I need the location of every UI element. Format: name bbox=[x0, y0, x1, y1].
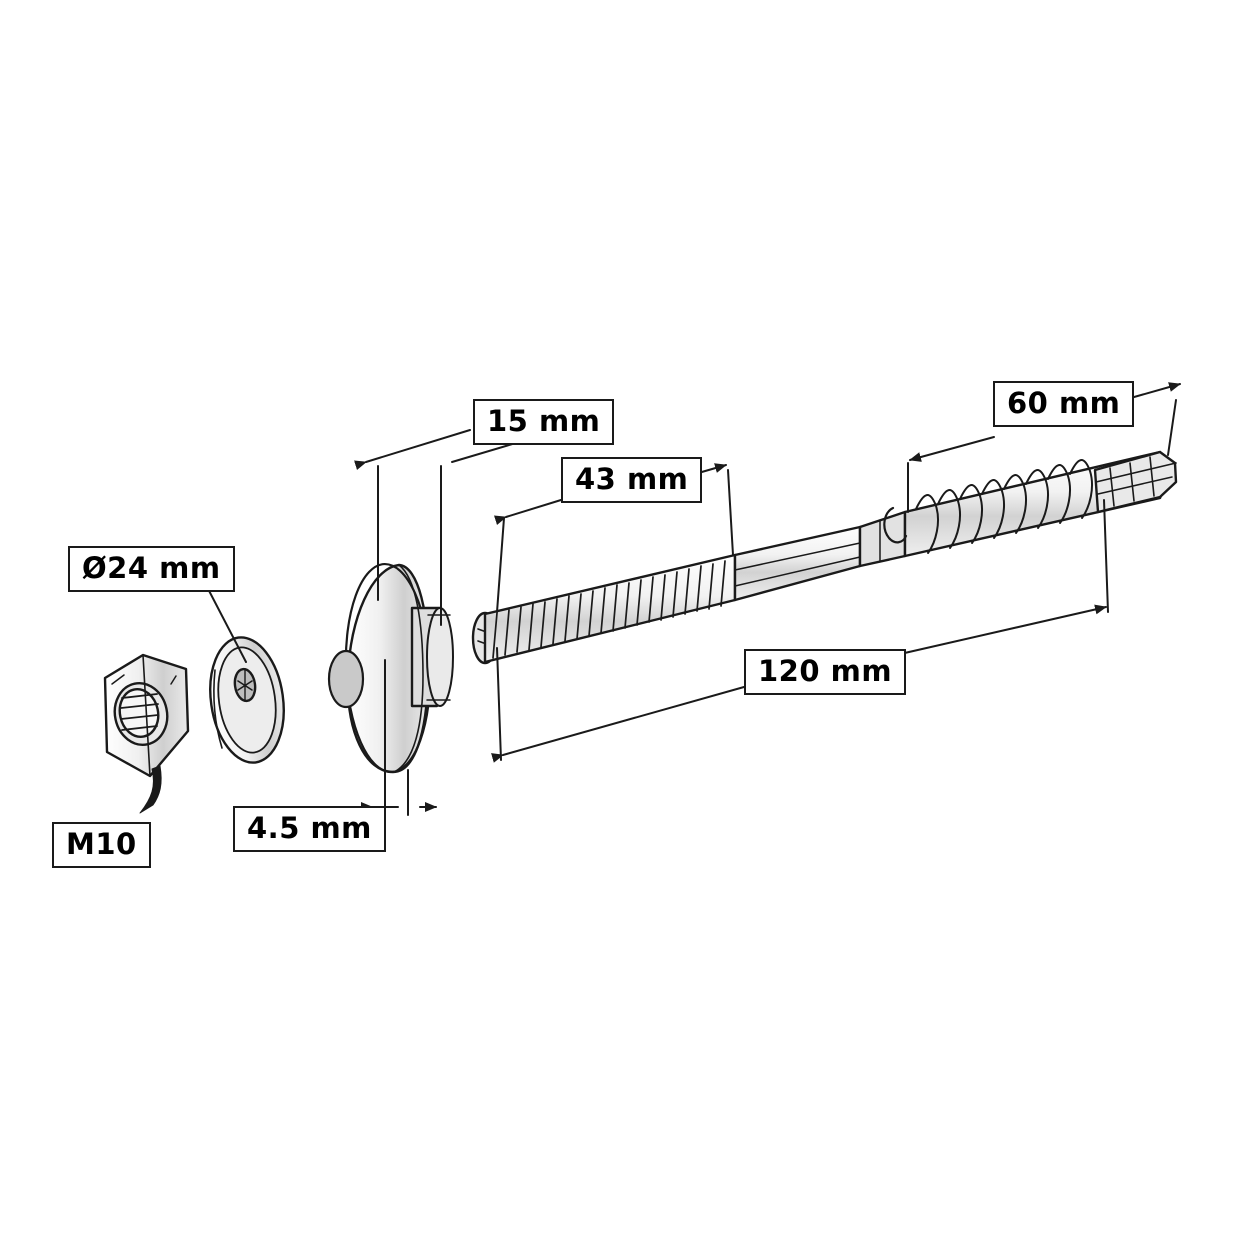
anchor-bolt-shape bbox=[471, 450, 1178, 665]
dim-120mm-left-arrow bbox=[491, 686, 745, 763]
hex-nut-shape bbox=[103, 653, 190, 778]
callout-43mm: 43 mm bbox=[561, 457, 703, 504]
dim-43mm-left-arrow bbox=[494, 499, 562, 526]
callout-4-5mm: 4.5 mm bbox=[233, 806, 386, 853]
callout-diameter-24mm: Ø24 mm bbox=[68, 546, 235, 593]
dim-60mm-left-arrow bbox=[909, 436, 995, 462]
ext-43-right bbox=[727, 469, 734, 556]
ext-120-right bbox=[1103, 499, 1109, 613]
dim-120mm-right-arrow bbox=[873, 604, 1107, 661]
callout-15mm: 15 mm bbox=[473, 399, 615, 446]
ext-60-right bbox=[1167, 399, 1177, 456]
callout-60mm: 60 mm bbox=[993, 381, 1135, 428]
small-washer-shape bbox=[209, 636, 285, 764]
large-washer-shape bbox=[327, 562, 454, 774]
dim-15mm-left-arrow bbox=[354, 429, 471, 471]
callout-120mm: 120 mm bbox=[744, 649, 907, 696]
ext-43-left bbox=[496, 517, 505, 613]
m10-leader bbox=[139, 765, 162, 814]
callout-m10: M10 bbox=[52, 822, 151, 869]
ext-120-left bbox=[496, 647, 502, 761]
dim-leader-dia24 bbox=[204, 582, 247, 663]
